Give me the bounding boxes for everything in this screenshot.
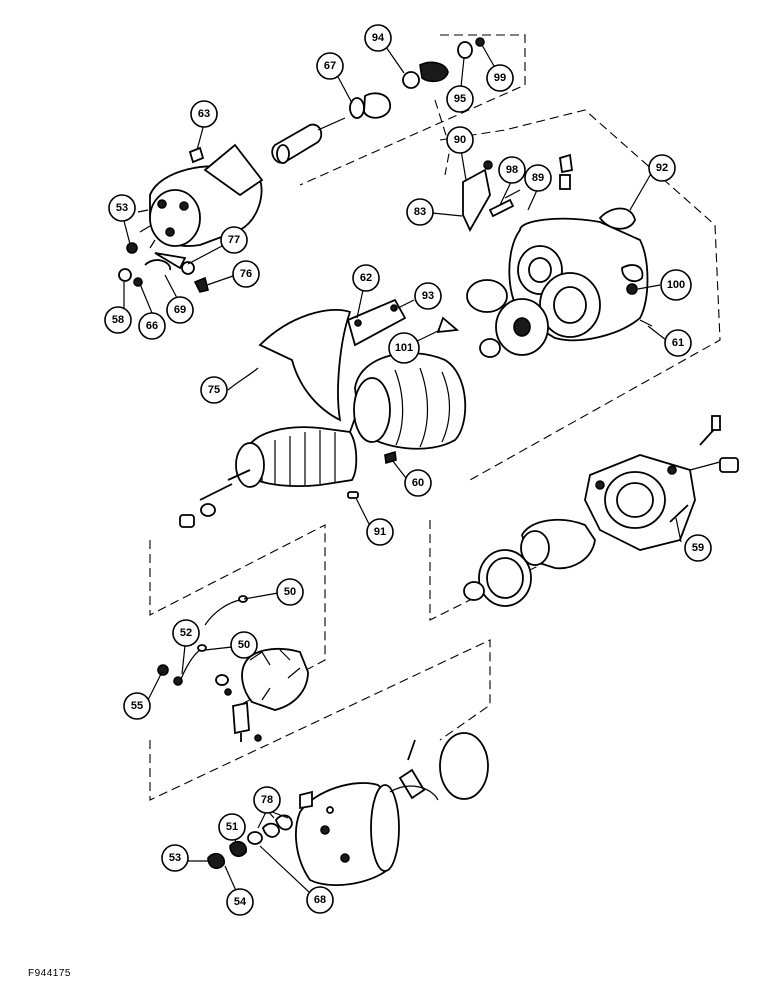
callout-99-label: 99 <box>494 72 506 84</box>
callout-83: 83 <box>406 198 434 226</box>
callout-90-label: 90 <box>454 134 466 146</box>
callout-55: 55 <box>123 692 151 720</box>
callout-93-label: 93 <box>422 290 434 302</box>
callout-77: 77 <box>220 226 248 254</box>
callout-76-label: 76 <box>240 268 252 280</box>
callout-76: 76 <box>232 260 260 288</box>
callout-94-label: 94 <box>372 32 385 44</box>
callout-50-lower: 50 <box>230 631 258 659</box>
callout-53-top-label: 53 <box>116 202 128 214</box>
callout-59-label: 59 <box>692 542 704 554</box>
callout-labels: 94 67 95 99 63 90 98 89 92 83 53 77 76 5… <box>104 24 712 916</box>
callout-94: 94 <box>364 24 392 52</box>
callout-92-label: 92 <box>656 162 668 174</box>
callout-66-label: 66 <box>146 320 158 332</box>
callout-67: 67 <box>316 52 344 80</box>
callout-58-label: 58 <box>112 314 124 326</box>
callout-63-label: 63 <box>198 108 210 120</box>
callout-100-label: 100 <box>667 279 685 291</box>
callout-61: 61 <box>664 329 692 357</box>
callout-91-label: 91 <box>374 526 386 538</box>
field-strap <box>346 298 460 347</box>
drive-end-housing <box>463 415 739 607</box>
callout-54-label: 54 <box>234 896 247 908</box>
callout-67-label: 67 <box>324 60 336 72</box>
callout-91: 91 <box>366 518 394 546</box>
callout-51: 51 <box>218 813 246 841</box>
callout-53-bottom-label: 53 <box>169 852 181 864</box>
drive-housing <box>462 153 653 358</box>
callout-89-label: 89 <box>532 172 544 184</box>
callout-61-label: 61 <box>672 337 684 349</box>
callout-69: 69 <box>166 296 194 324</box>
callout-51-label: 51 <box>226 821 238 833</box>
callout-59: 59 <box>684 534 712 562</box>
callout-95: 95 <box>446 85 474 113</box>
callout-100: 100 <box>660 269 692 301</box>
callout-68-label: 68 <box>314 894 326 906</box>
callout-60-label: 60 <box>412 477 424 489</box>
callout-68: 68 <box>306 886 334 914</box>
callout-66: 66 <box>138 312 166 340</box>
figure-id: F944175 <box>28 968 71 979</box>
callout-50-upper-label: 50 <box>284 586 296 598</box>
callout-90: 90 <box>446 126 474 154</box>
callout-50-lower-label: 50 <box>238 639 250 651</box>
solenoid-assembly <box>118 37 485 293</box>
callout-58: 58 <box>104 306 132 334</box>
callout-98-label: 98 <box>506 164 518 176</box>
callout-60: 60 <box>404 469 432 497</box>
brush-holder <box>157 595 309 742</box>
callout-52-label: 52 <box>180 627 192 639</box>
callout-75-label: 75 <box>208 384 220 396</box>
callout-53-top: 53 <box>108 194 136 222</box>
callout-92: 92 <box>648 154 676 182</box>
callout-93: 93 <box>414 282 442 310</box>
callout-98: 98 <box>498 156 526 184</box>
callout-78: 78 <box>253 786 281 814</box>
callout-89: 89 <box>524 164 552 192</box>
callout-95-label: 95 <box>454 93 466 105</box>
callout-50-upper: 50 <box>276 578 304 606</box>
callout-101-label: 101 <box>395 342 413 354</box>
callout-62: 62 <box>352 264 380 292</box>
callout-52: 52 <box>172 619 200 647</box>
field-coil-armature <box>179 308 467 528</box>
callout-77-label: 77 <box>228 234 240 246</box>
callout-63: 63 <box>190 100 218 128</box>
callout-54: 54 <box>226 888 254 916</box>
callout-101: 101 <box>388 332 420 364</box>
callout-69-label: 69 <box>174 304 186 316</box>
callout-55-label: 55 <box>131 700 143 712</box>
callout-83-label: 83 <box>414 206 426 218</box>
callout-78-label: 78 <box>261 794 273 806</box>
callout-62-label: 62 <box>360 272 372 284</box>
commutator-end-frame <box>207 732 489 886</box>
callout-99: 99 <box>486 64 514 92</box>
callout-75: 75 <box>200 376 228 404</box>
leader-lines <box>123 44 682 894</box>
callout-53-bottom: 53 <box>161 844 189 872</box>
